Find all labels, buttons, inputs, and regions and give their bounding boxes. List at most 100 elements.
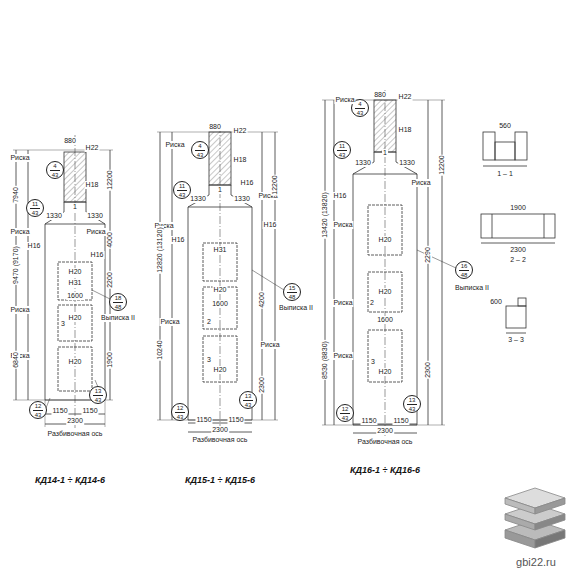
dimension-label: 2300 xyxy=(66,417,84,425)
dimension-label: 880 xyxy=(373,91,387,99)
dimension-label: 13420 (13820) xyxy=(321,191,329,239)
callout-number: 43 xyxy=(30,208,40,216)
dimension-label: Н16 xyxy=(27,242,42,250)
dimension-label: 1150 xyxy=(360,417,377,425)
part-name: КД14-1 ÷ КД14-6 xyxy=(34,475,106,485)
callout-number: 11 xyxy=(179,183,185,189)
dimension-label: Разбивочная ось xyxy=(357,438,414,446)
watermark: gbi22.ru xyxy=(515,556,557,568)
dimension-label: Риска xyxy=(259,341,280,349)
dimension-label: Выписка II xyxy=(454,284,490,292)
dimension-label: 1600 xyxy=(66,292,84,300)
callout-circle: 1143 xyxy=(26,199,44,217)
dimension-label: 1330 xyxy=(189,195,207,203)
dimension-label: Риска xyxy=(9,154,30,162)
dimension-label: 2290 xyxy=(424,246,432,264)
dimension-label: Риска xyxy=(332,221,353,229)
dimension-label: Разбивочная ось xyxy=(47,430,104,438)
callout-circle: 1848 xyxy=(109,293,127,311)
callout-number: 18 xyxy=(115,295,122,301)
dimension-label: Н20 xyxy=(213,286,228,294)
callout-number: 13 xyxy=(409,397,416,403)
callout-number: 43 xyxy=(177,190,187,198)
callout-number: 4 xyxy=(358,101,361,107)
dimension-label: 2300 xyxy=(424,361,432,379)
dimension-label: 1330 xyxy=(86,212,104,220)
dimension-label: Н16 xyxy=(240,179,255,187)
dimension-label: 10240 xyxy=(156,339,164,360)
dimension-label: 12200 xyxy=(438,154,446,175)
callout-circle: 1143 xyxy=(333,141,351,159)
dimension-label: 2300 xyxy=(211,426,229,434)
dimension-label: 1600 xyxy=(376,316,394,324)
dimension-label: 1900 xyxy=(106,351,114,369)
dimension-label: Риска xyxy=(332,299,353,307)
dimension-label: 1150 xyxy=(51,407,68,415)
callout-number: 43 xyxy=(243,400,253,408)
dimension-label: 2300 xyxy=(376,427,394,435)
dimension-label: Н22 xyxy=(233,127,248,135)
dimension-label: 6840 xyxy=(12,351,20,369)
callout-number: 11 xyxy=(339,143,345,149)
dimension-label: 12820 (13120) xyxy=(156,226,164,274)
dimension-label: Н16 xyxy=(263,221,278,229)
callout-number: 48 xyxy=(287,292,297,300)
dimension-label: 1330 xyxy=(233,195,251,203)
dimension-label: Н20 xyxy=(68,314,83,322)
dimension-label: Н20 xyxy=(68,268,83,276)
dimension-label: 1330 xyxy=(45,212,63,220)
dimension-label: Риска xyxy=(9,228,30,236)
dimension-label: Н18 xyxy=(398,126,413,134)
dimension-label: 600 xyxy=(489,298,503,306)
dimension-label: 2 – 2 xyxy=(509,256,527,264)
dimension-label: 3 – 3 xyxy=(507,336,525,344)
callout-number: 43 xyxy=(337,150,347,158)
dimension-label: 3 xyxy=(206,356,212,364)
callout-number: 16 xyxy=(461,263,468,269)
dimension-label: Н20 xyxy=(378,368,393,376)
dimension-label: 3 xyxy=(370,358,376,366)
dimension-label: Риска xyxy=(332,352,353,360)
dimension-label: 8530 (8830) xyxy=(321,340,329,380)
dimension-label: 1 xyxy=(72,203,78,211)
callout-number: 43 xyxy=(93,395,103,403)
callout-number: 12 xyxy=(177,405,184,411)
callout-circle: 1243 xyxy=(29,401,47,419)
dimension-label: 560 xyxy=(498,122,512,130)
dimension-label: Н16 xyxy=(90,251,105,259)
dimension-label: 7940 xyxy=(12,186,20,204)
part-name: КД16-1 ÷ КД16-6 xyxy=(349,465,421,475)
callout-circle: 443 xyxy=(191,141,209,159)
dimension-label: 12200 xyxy=(271,174,279,195)
callout-number: 4 xyxy=(53,163,56,169)
dimension-label: 2300 xyxy=(258,376,266,394)
dimension-label: 1150 xyxy=(195,416,212,424)
dimension-label: 3 xyxy=(60,320,66,328)
callout-number: 43 xyxy=(50,170,60,178)
dimension-label: 1150 xyxy=(392,417,409,425)
dimension-label: Н20 xyxy=(378,236,393,244)
callout-circle: 1243 xyxy=(171,403,189,421)
dimension-label: 2200 xyxy=(106,271,114,289)
dimension-label: Н31 xyxy=(213,246,228,254)
dimension-label: Н16 xyxy=(333,192,348,200)
dimension-label: 1330 xyxy=(398,159,416,167)
dimension-label: Н18 xyxy=(85,181,100,189)
dimension-label: Риска xyxy=(334,96,355,104)
callout-number: 12 xyxy=(342,406,349,412)
callout-circle: 1548 xyxy=(283,283,301,301)
dimension-label: 9470 (9170) xyxy=(12,245,20,285)
dimension-label: 12200 xyxy=(106,169,114,190)
dimension-label: 1 xyxy=(382,149,388,157)
dimension-label: Н18 xyxy=(233,156,248,164)
dimension-label: 1150 xyxy=(81,407,98,415)
dimension-label: 1900 xyxy=(509,204,527,212)
callout-circle: 443 xyxy=(46,161,64,179)
dimension-label: Н20 xyxy=(378,288,393,296)
dimension-label: 2 xyxy=(369,299,375,307)
callout-number: 12 xyxy=(35,403,42,409)
callout-number: 4 xyxy=(198,143,201,149)
dimension-label: Н16 xyxy=(171,236,186,244)
dimension-label: 2300 xyxy=(509,246,527,254)
dimension-label: Н20 xyxy=(68,358,83,366)
